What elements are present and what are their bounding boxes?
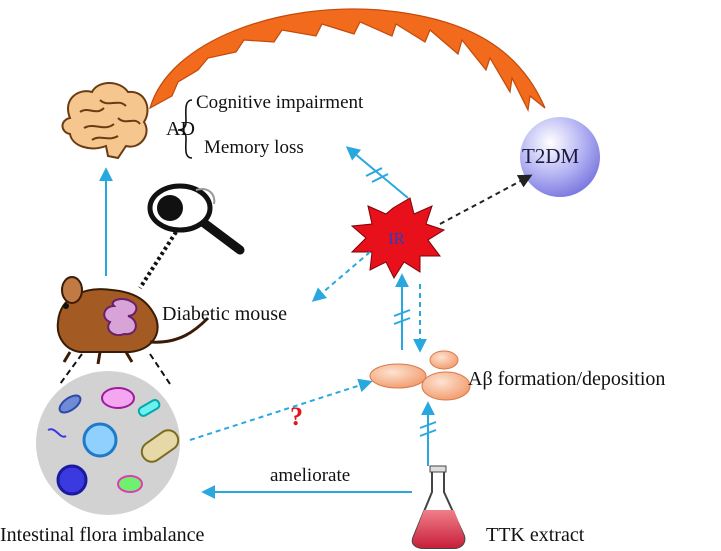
label-cognitive-impairment: Cognitive impairment	[196, 92, 364, 113]
arrow-ir-to-memory	[345, 146, 409, 199]
label-ir: IR	[388, 229, 405, 248]
label-abeta: Aβ formation/deposition	[468, 368, 666, 390]
inhibition-marks	[365, 167, 437, 437]
label-t2dm: T2DM	[522, 144, 580, 168]
label-ad: AD	[166, 118, 195, 140]
label-unknown-link: ?	[290, 402, 303, 431]
arrow-ir-to-mouse	[311, 251, 371, 302]
abeta-cells-icon	[369, 350, 471, 401]
mouse-icon	[56, 276, 210, 365]
bacteria-icon	[36, 371, 180, 515]
magnifier-icon	[147, 183, 245, 255]
label-ameliorate: ameliorate	[270, 465, 351, 486]
label-intestinal-flora: Intestinal flora imbalance	[0, 524, 205, 546]
label-memory-loss: Memory loss	[204, 137, 304, 158]
label-diabetic-mouse: Diabetic mouse	[162, 303, 287, 325]
arrow-flora-to-abeta	[189, 378, 373, 441]
flask-icon	[411, 465, 466, 549]
arrow-ir-to-t2dm	[439, 174, 533, 225]
label-ttk-extract: TTK extract	[486, 524, 585, 546]
ir-star-icon	[350, 197, 446, 280]
brain-icon	[61, 82, 149, 160]
observe-line	[138, 230, 178, 290]
t2dm-sphere	[520, 117, 600, 197]
brace	[177, 99, 193, 159]
lightning-icon	[149, 8, 546, 112]
